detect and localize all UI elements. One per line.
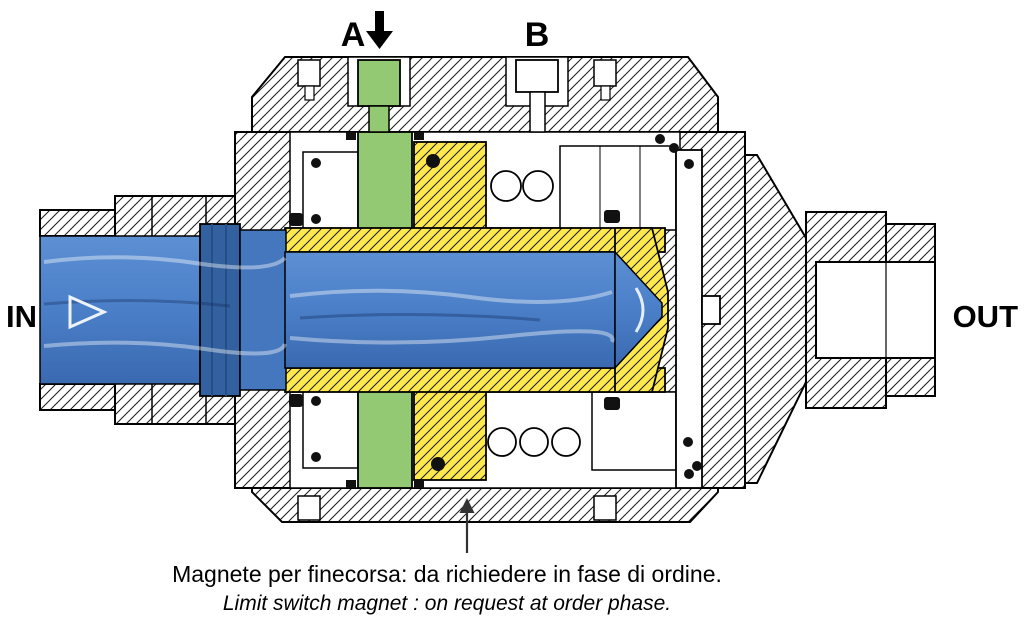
internal-components [284,131,721,489]
shuttle-web-top [413,141,487,231]
water-wave-dark [43,298,231,308]
outlet-bore [815,261,936,359]
o-ring [311,214,321,224]
ball-bearing [551,427,581,457]
pilot-piston-top [357,131,413,231]
shuttle-web-bottom [413,389,487,481]
ball-bearing [487,427,517,457]
port-fittings [297,56,617,521]
up-arrow-icon [459,498,475,553]
water-wave [43,255,287,270]
port-b-plug [515,59,559,93]
o-ring [289,394,303,407]
flow-marker-triangle [68,294,108,330]
limit-switch-magnet [431,457,445,471]
port-a-plug [357,59,401,107]
o-ring [311,452,321,462]
inlet-connector-dark [199,223,241,397]
inlet-pipe-wall-bottom [39,383,116,411]
cap-screw [297,495,321,521]
water-wave [289,329,615,345]
water-wave [43,340,287,356]
cap-screw [593,495,617,521]
fluid-path [39,223,663,397]
seal-square [346,132,356,140]
right-diffuser-cone [744,154,807,484]
pilot-piston-bottom [357,389,413,489]
plate-screw [684,469,694,479]
seals [289,132,702,488]
o-ring [426,154,440,168]
stem-guide [701,295,721,325]
port-b-label: B [525,16,550,54]
cap-screw-stem [304,85,315,101]
bottom-cap [251,487,719,523]
seal-square [414,132,424,140]
o-ring [311,158,321,168]
o-ring [692,461,702,471]
o-ring [289,213,303,226]
ball-bearing [519,427,549,457]
ball-bearing [490,170,522,202]
port-a-stem [368,105,390,133]
cone-highlight [634,287,645,333]
caption-annotation: Magnete per finecorsa: da richiedere in … [172,498,722,615]
cone-shutter-fluid [614,250,663,370]
port-a-label: A [341,16,366,54]
ball-bearing [522,170,554,202]
o-ring [655,134,665,144]
o-ring [669,143,679,153]
cap-screw [593,59,617,87]
o-ring [683,437,693,447]
o-ring [604,210,620,223]
inlet-connector-mid [239,229,287,391]
o-ring [604,397,620,410]
down-arrow-icon [366,11,393,49]
seal-square [414,480,424,488]
shuttle-sleeve-top [284,227,666,253]
end-plate [675,149,703,489]
plate-screw [684,159,694,169]
cap-screw-stem [600,85,611,101]
shuttle-sleeve-bottom [284,367,666,393]
cap-screw [297,59,321,87]
seal-square [346,480,356,488]
port-b-stem [529,91,546,133]
bore-fluid [284,251,616,369]
caption-line-italian: Magnete per finecorsa: da richiedere in … [172,561,722,587]
inlet-label: IN [6,299,37,334]
top-cap [251,56,719,133]
o-ring [311,396,321,406]
labels: A B IN OUT [6,11,1018,334]
inlet-pipe-wall-top [39,209,116,237]
water-wave-dark [299,312,541,322]
outlet-label: OUT [953,299,1019,334]
caption-line-english: Limit switch magnet : on request at orde… [223,592,671,615]
water-wave [289,288,613,304]
